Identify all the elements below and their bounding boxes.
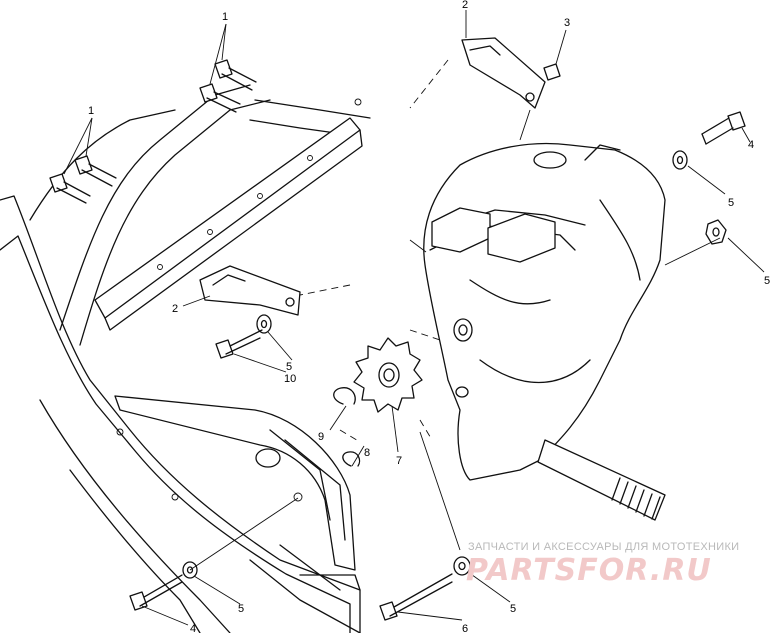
callout-5-right-upper: 5 — [728, 197, 734, 209]
bracket-lower — [199, 265, 301, 316]
callout-1-top: 1 — [222, 11, 228, 23]
gearbox-boss — [455, 386, 469, 398]
callout-8: 8 — [364, 447, 370, 459]
rail-hole — [207, 229, 213, 235]
gearbox-hub — [453, 318, 473, 342]
frame-hole — [354, 98, 362, 106]
callout-5-mid: 5 — [286, 361, 292, 373]
callout-5-bottom-right: 5 — [510, 603, 516, 615]
callout-9: 9 — [318, 431, 324, 443]
spacer — [543, 63, 561, 81]
callout-4-right: 4 — [748, 139, 754, 151]
sprocket — [353, 337, 423, 413]
circlip-lower — [342, 451, 361, 467]
bolt — [49, 173, 91, 204]
washer-bottom-right — [453, 556, 471, 576]
frame-hole — [171, 493, 179, 501]
callout-2-lower: 2 — [172, 303, 178, 315]
bolt-group-left — [49, 155, 117, 204]
washer-right-1 — [672, 150, 688, 170]
circlip-upper — [333, 387, 356, 405]
callout-labels: 1 1 2 3 4 5 5 2 10 5 9 8 7 4 5 6 5 — [88, 0, 770, 633]
bolt-bottom-right — [379, 573, 453, 621]
rail-hole — [307, 155, 313, 161]
bolt — [74, 155, 117, 187]
bolt — [214, 59, 257, 91]
assembly-center-lines — [299, 59, 449, 443]
bolt — [199, 83, 241, 113]
watermark-tagline: ЗАПЧАСТИ И АКСЕССУАРЫ ДЛЯ МОТОТЕХНИКИ — [468, 541, 739, 553]
gearbox-top-boss — [533, 151, 567, 169]
callout-6: 6 — [462, 623, 468, 633]
frame-hole — [116, 428, 124, 436]
watermark-brand: PARTSFOR.RU — [466, 553, 712, 588]
nut-right — [705, 219, 727, 245]
gearbox-block — [487, 213, 556, 263]
callout-5-bottom-left: 5 — [238, 603, 244, 615]
bolt-group-top — [199, 59, 257, 113]
washer-mid — [256, 314, 272, 334]
leader-lines — [63, 10, 765, 626]
bolt-upper-right — [701, 111, 746, 145]
callout-2-top: 2 — [462, 0, 468, 11]
frame-tube — [0, 84, 371, 633]
callout-10: 10 — [284, 373, 296, 385]
upper-rail — [94, 117, 363, 331]
bolt-bottom-left — [129, 574, 183, 611]
callout-3: 3 — [564, 17, 570, 29]
output-shaft — [537, 439, 666, 521]
watermark: ЗАПЧАСТИ И АКСЕССУАРЫ ДЛЯ МОТОТЕХНИКИ PA… — [466, 541, 739, 588]
gearbox-housing — [423, 142, 666, 481]
frame-hole-group — [116, 98, 362, 502]
bolt-mid — [215, 329, 263, 359]
callout-4-bottom: 4 — [190, 623, 196, 633]
callout-1-left: 1 — [88, 105, 94, 117]
frame-hole — [293, 492, 303, 502]
plate-hole — [255, 448, 281, 468]
callout-5-right-lower: 5 — [764, 275, 770, 287]
mounting-plate — [114, 395, 356, 571]
rail-hole — [157, 264, 163, 270]
rail-hole — [257, 193, 263, 199]
callout-7: 7 — [396, 455, 402, 467]
bracket-upper — [461, 37, 546, 109]
